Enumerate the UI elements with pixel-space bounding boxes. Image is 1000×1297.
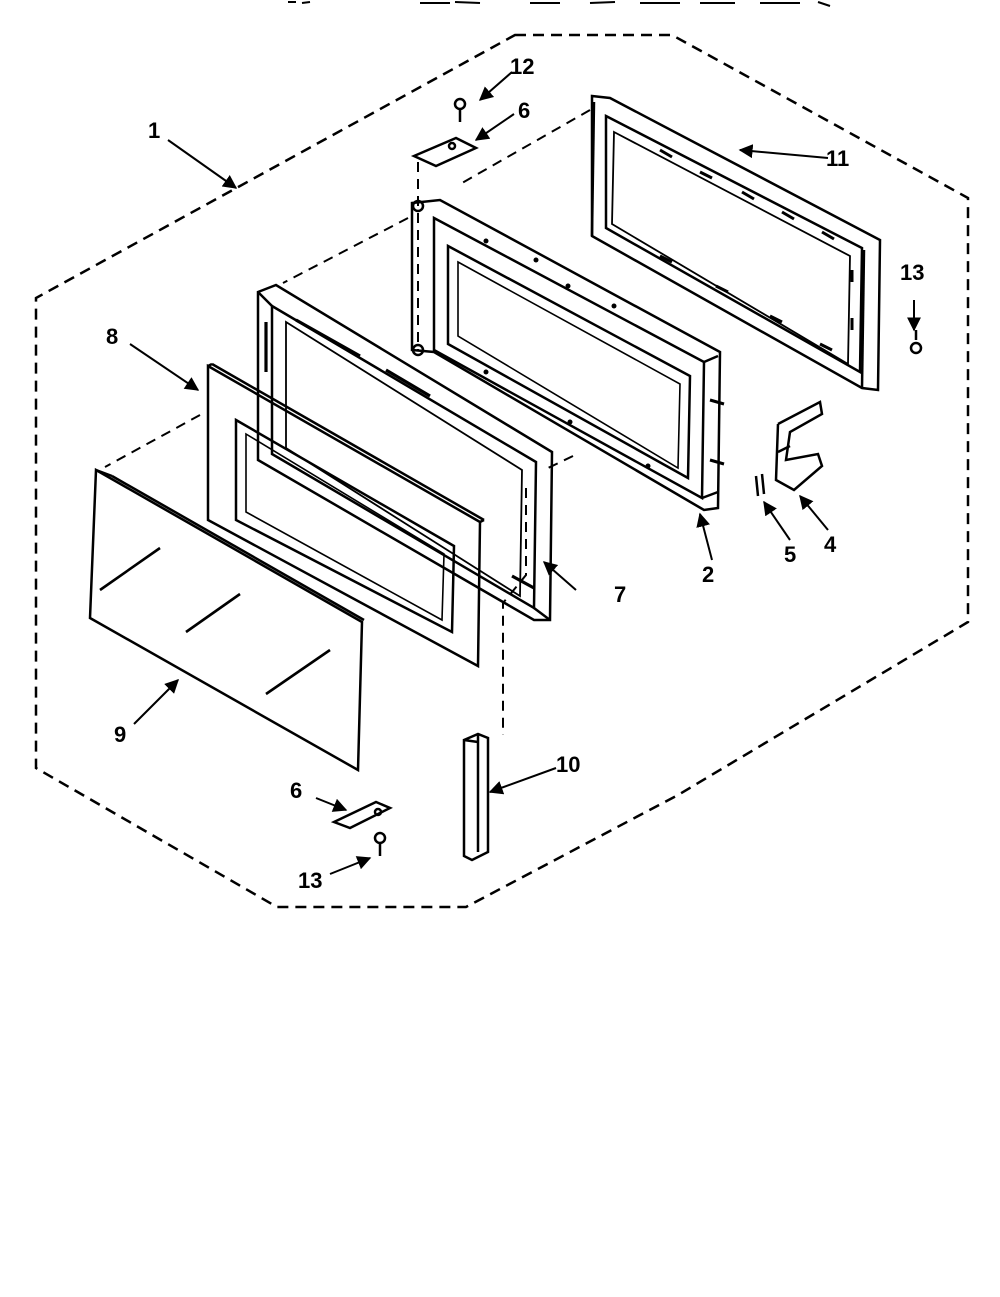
part-12-screw: [453, 97, 467, 122]
callout-13-upper: 13: [900, 260, 924, 285]
callout-2: 2: [702, 562, 714, 587]
top-edge-scan-artifacts: [288, 1, 831, 7]
callout-6-lower: 6: [290, 778, 302, 803]
callout-7: 7: [614, 582, 626, 607]
callout-5: 5: [784, 542, 796, 567]
callout-9: 9: [114, 722, 126, 747]
callout-11: 11: [826, 146, 849, 171]
part-4-latch: [774, 400, 824, 492]
part-6-lower-hinge: [330, 800, 393, 830]
part-9-glass-panel: [88, 467, 365, 773]
part-6-upper-hinge: [410, 136, 479, 168]
callout-leaders: [129, 71, 921, 875]
part-13-lower-screw: [373, 831, 387, 856]
part-11-door-frame: [590, 94, 882, 392]
callout-1: 1: [148, 118, 160, 143]
assembly-boundary: [34, 33, 970, 909]
callout-labels: 1 8 9 7 2 5 4 11 13 12 6 10 6 13: [106, 54, 924, 893]
hinge-pins: [411, 199, 425, 357]
alignment-leaders: [104, 109, 591, 735]
callout-10: 10: [556, 752, 580, 777]
part-10-handle: [462, 732, 490, 862]
part-5-spring: [754, 473, 766, 497]
callout-12: 12: [510, 54, 534, 79]
part-8-outer-frame: [206, 362, 485, 669]
callout-8: 8: [106, 324, 118, 349]
callout-13-lower: 13: [298, 868, 322, 893]
callout-4: 4: [824, 532, 837, 557]
callout-6-upper: 6: [518, 98, 530, 123]
part-2-door-panel: [410, 198, 725, 512]
part-13-upper-screw: [909, 330, 923, 355]
